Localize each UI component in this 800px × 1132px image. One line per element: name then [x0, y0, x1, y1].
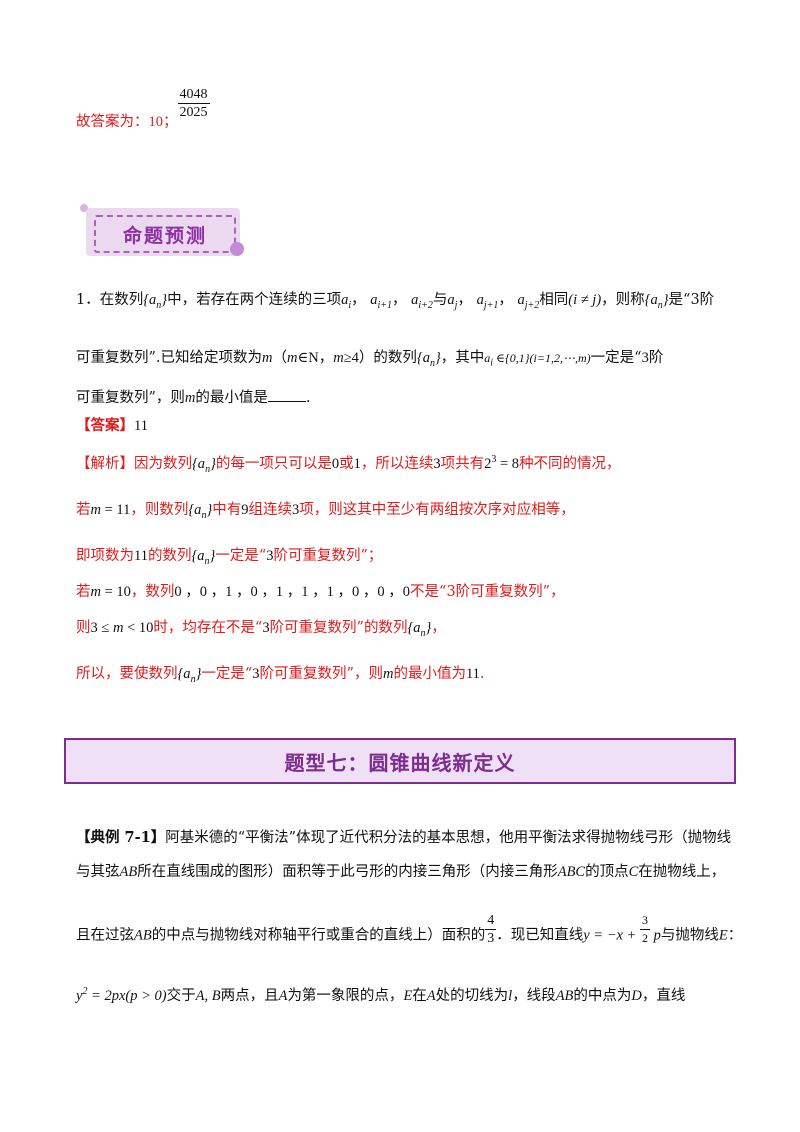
prediction-badge: 命题预测	[80, 204, 248, 260]
example-tag: 【典例 7-1】	[76, 829, 166, 846]
example-line-2: 与其弦AB所在直线围成的图形）面积等于此弓形的内接三角形（内接三角形ABC的顶点…	[76, 864, 726, 880]
answer-value: 10	[148, 114, 164, 130]
answer-value: 11	[134, 418, 148, 434]
badge-decoration	[80, 204, 88, 212]
problem-line-1: 1．在数列{an}中，若存在两个连续的三项ai， ai+1， ai+2与aj， …	[76, 292, 715, 311]
analysis-line-4: 若m = 10，数列0 ，0 ，1 ，0 ，1 ，1 ，1 ，0 ，0 ，0不是…	[76, 584, 565, 600]
badge-label: 命题预测	[94, 215, 236, 253]
analysis-line-6: 所以，要使数列{an}一定是“3阶可重复数列”，则m的最小值为11.	[76, 666, 485, 685]
answer-blank	[267, 389, 306, 402]
analysis-line-2: 若m = 11，则数列{an}中有9组连续3项，则这其中至少有两组按次序对应相等…	[76, 502, 575, 521]
answer-label: 【答案】	[76, 417, 134, 434]
example-line-1: 【典例 7-1】阿基米德的“平衡法”体现了近代积分法的基本思想，他用平衡法求得抛…	[76, 829, 732, 846]
problem-line-2: 可重复数列”.已知给定项数为m（m∈N，m≥4）的数列{an}，其中ai ∈{0…	[76, 350, 664, 369]
badge-decoration	[230, 242, 244, 256]
answer-prefix: 故答案为：	[76, 114, 149, 130]
analysis-line-5: 则3 ≤ m < 10时，均存在不是“3阶可重复数列”的数列{an}，	[76, 620, 446, 639]
problem-line-3: 可重复数列”，则m的最小值是.	[76, 389, 311, 406]
analysis-line-1: 【解析】因为数列{an}的每一项只可以是0或1，所以连续3项共有23 = 8种不…	[76, 454, 621, 475]
section-title: 题型七：圆锥曲线新定义	[64, 738, 736, 784]
answer-line: 【答案】11	[76, 414, 148, 435]
example-line-4: y2 = 2px(p > 0)交于A, B两点，且A为第一象限的点，E在A处的切…	[76, 986, 686, 1004]
analysis-line-3: 即项数为11的数列{an}一定是“3阶可重复数列”；	[76, 548, 383, 567]
